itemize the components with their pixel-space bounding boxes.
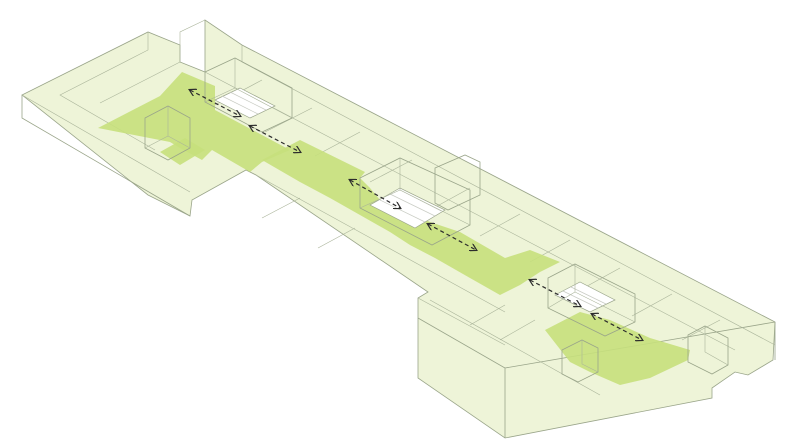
- arrow-5: [530, 280, 580, 306]
- bidirectional-arrow: [190, 90, 642, 340]
- arrow-3: [350, 180, 400, 208]
- circulation-zone: [98, 72, 690, 385]
- arrow-2: [250, 126, 300, 152]
- circulation-zone-east: [545, 312, 690, 385]
- arrow-1: [190, 90, 240, 116]
- core-box-2b: [434, 154, 481, 211]
- arrow-6: [592, 314, 642, 340]
- circulation-zone-west: [98, 72, 290, 172]
- arrow-4: [428, 224, 476, 250]
